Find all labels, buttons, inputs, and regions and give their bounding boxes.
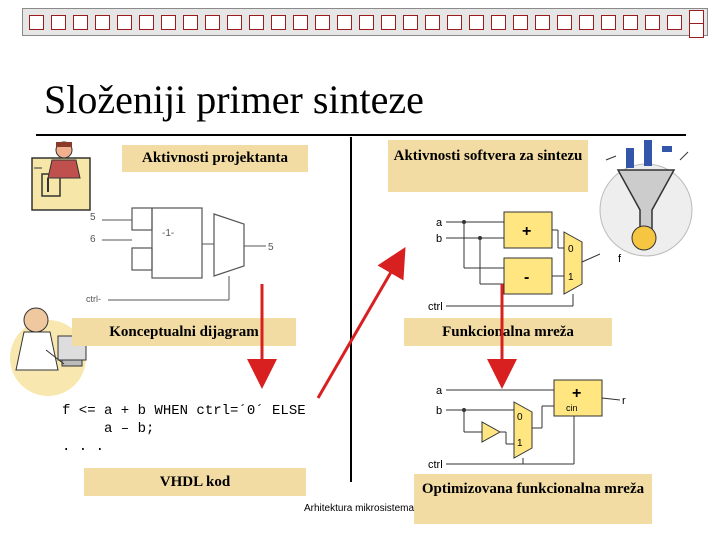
- title-divider: [36, 134, 686, 136]
- circuit2-mux0: 0: [517, 412, 523, 423]
- header-square: [337, 15, 352, 30]
- circuit2-ctrl: ctrl: [428, 459, 443, 471]
- header-square: [205, 15, 220, 30]
- header-square: [161, 15, 176, 30]
- header-square: [689, 23, 704, 38]
- header-square: [139, 15, 154, 30]
- circuit1-mux1: 1: [568, 272, 574, 283]
- sketch-label-six: 6: [90, 234, 96, 245]
- header-square: [579, 15, 594, 30]
- header-square: [73, 15, 88, 30]
- header-square: [227, 15, 242, 30]
- code-line: a – b;: [62, 421, 155, 437]
- header-square: [271, 15, 286, 30]
- funnel-tools-clipart-icon: [599, 140, 693, 257]
- sketch-label-inner: -1-: [162, 228, 174, 239]
- circuit2-cin: cin: [566, 403, 578, 413]
- header-square: [667, 15, 682, 30]
- circuit1-plus: +: [522, 223, 531, 240]
- designer-activities-label: Aktivnosti projektanta: [122, 145, 308, 172]
- header-square: [601, 15, 616, 30]
- header-square: [491, 15, 506, 30]
- header-square: [469, 15, 484, 30]
- circuit2-in-a: a: [436, 385, 443, 397]
- header-square: [183, 15, 198, 30]
- header-square: [249, 15, 264, 30]
- header-square: [51, 15, 66, 30]
- sketch-label-ctrl: ctrl-: [86, 294, 101, 304]
- circuit1-out: f: [618, 253, 622, 265]
- designer-clipart-icon: [31, 141, 91, 211]
- circuit2-out: r: [622, 395, 626, 407]
- arrow-diagonal: [316, 247, 406, 399]
- header-square: [315, 15, 330, 30]
- circuit1-in-a: a: [436, 217, 443, 229]
- header-square: [623, 15, 638, 30]
- header-square: [403, 15, 418, 30]
- code-line: . . .: [62, 439, 105, 455]
- functional-network-circuit: a b + - 0 1 f ctrl: [428, 211, 622, 313]
- circuit1-in-b: b: [436, 233, 442, 245]
- header-square: [293, 15, 308, 30]
- code-line: f <= a + b WHEN ctrl=´0´ ELSE: [62, 403, 306, 419]
- header-square: [425, 15, 440, 30]
- circuit1-mux0: 0: [568, 244, 574, 255]
- functional-network-label: Funkcionalna mreža: [404, 318, 612, 346]
- software-activities-label: Aktivnosti softvera za sintezu: [388, 140, 588, 192]
- header-square: [29, 15, 44, 30]
- column-divider: [350, 137, 352, 482]
- circuit1-ctrl: ctrl: [428, 301, 443, 313]
- header-bar: [22, 8, 708, 38]
- optimized-network-circuit: a b + cin 0 1 r ctrl: [428, 379, 626, 471]
- circuit2-in-b: b: [436, 405, 442, 417]
- vhdl-code-label: VHDL kod: [84, 468, 306, 496]
- optimized-network-label: Optimizovana funkcionalna mreža: [414, 474, 652, 524]
- slide-footer: Arhitektura mikrosistema: [304, 503, 415, 514]
- header-square: [117, 15, 132, 30]
- header-square: [95, 15, 110, 30]
- header-square: [535, 15, 550, 30]
- header-square: [513, 15, 528, 30]
- conceptual-diagram-label: Konceptualni dijagram: [72, 318, 296, 346]
- header-square: [557, 15, 572, 30]
- circuit1-minus: -: [524, 269, 529, 286]
- sketch-label-five: 5: [268, 242, 274, 253]
- circuit2-mux1: 1: [517, 438, 523, 449]
- circuit2-plus: +: [572, 385, 581, 402]
- header-square: [447, 15, 462, 30]
- header-square: [645, 15, 660, 30]
- slide-title: Složeniji primer sinteze: [44, 77, 424, 122]
- header-square: [381, 15, 396, 30]
- conceptual-sketch: -1- 5 6 5 ctrl-: [86, 207, 274, 304]
- vhdl-code-block: f <= a + b WHEN ctrl=´0´ ELSE a – b; . . …: [62, 402, 306, 456]
- header-square: [359, 15, 374, 30]
- sketch-label-five: 5: [90, 212, 96, 223]
